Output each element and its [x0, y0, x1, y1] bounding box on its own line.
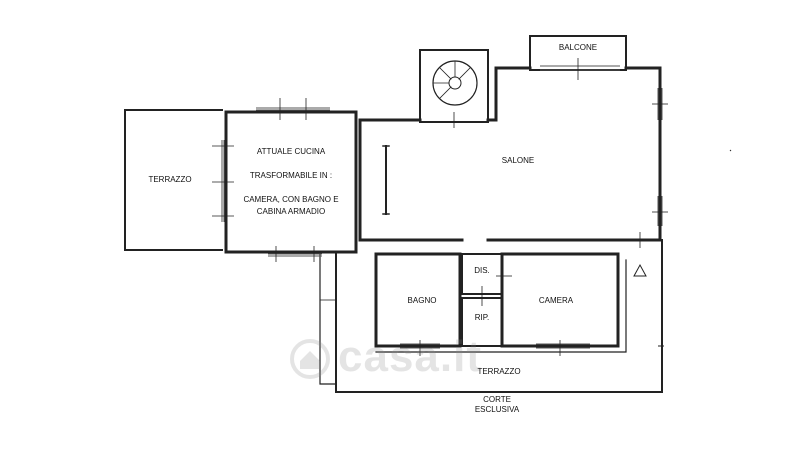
watermark: casa.it [290, 335, 550, 385]
terrace-left-outline [124, 109, 223, 251]
label-cucina-line4: CABINA ARMADIO [256, 207, 326, 216]
label-cucina-line3: CAMERA, CON BAGNO E [243, 195, 339, 204]
label-corte-line2: ESCLUSIVA [474, 405, 520, 414]
opening-ticks [212, 58, 668, 356]
house-logo-icon [290, 339, 330, 379]
living-room-walls [358, 66, 662, 242]
windows [221, 65, 663, 349]
stair-block [419, 49, 489, 123]
label-dis: DIS. [474, 266, 490, 275]
label-salone: SALONE [501, 156, 535, 165]
label-camera: CAMERA [538, 296, 574, 305]
label-corte-line1: CORTE [483, 395, 511, 404]
edge-marks [658, 149, 732, 347]
label-balcone: BALCONE [558, 43, 598, 52]
level-marker-icon [633, 263, 647, 277]
kitchen-walls [224, 110, 358, 254]
label-bagno: BAGNO [407, 296, 437, 305]
label-terrazzo-bottom: TERRAZZO [477, 367, 521, 376]
label-terrazzo-left: TERRAZZO [148, 175, 192, 184]
bagno-walls [374, 252, 462, 348]
label-rip: RIP. [474, 313, 490, 322]
label-cucina-line1: ATTUALE CUCINA [256, 147, 326, 156]
label-cucina-line2: TRASFORMABILE IN : [249, 171, 333, 180]
salone-sliding-door [382, 145, 390, 215]
courtyard-outline [319, 239, 663, 393]
watermark-text: casa.it [338, 332, 482, 381]
